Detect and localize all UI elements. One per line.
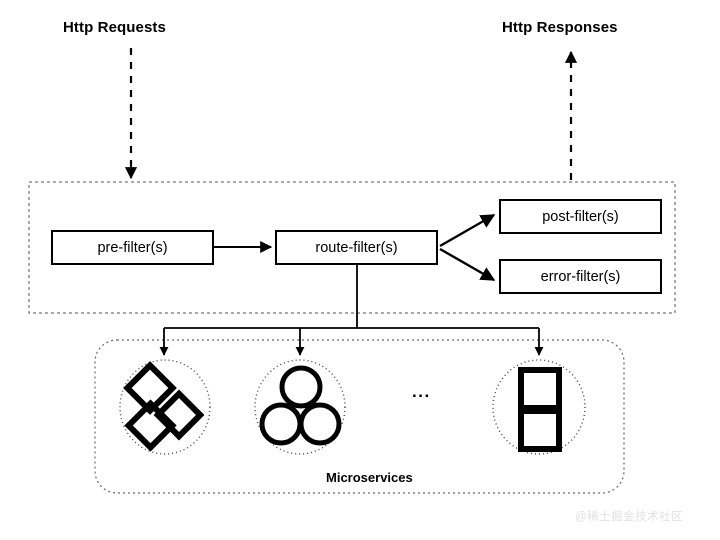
pre-filter-label: pre-filter(s): [97, 239, 168, 256]
service-diamonds-outline: [119, 359, 211, 455]
microservices-label: Microservices: [326, 470, 413, 485]
circle-icon: [298, 402, 342, 446]
square-icon: [518, 367, 562, 411]
error-filter-label: error-filter(s): [540, 268, 621, 285]
service-squares-outline: [492, 359, 586, 455]
http-requests-label: Http Requests: [63, 19, 166, 36]
microservices-container-outline: [94, 339, 625, 494]
diamond-icon: [124, 399, 177, 452]
route-to-post-arrow: [439, 213, 496, 248]
services-ellipsis: ...: [412, 382, 431, 401]
diamond-icon: [123, 361, 177, 415]
service-circles-outline: [254, 359, 346, 455]
circle-icon: [259, 402, 303, 446]
post-filter-box[interactable]: post-filter(s): [499, 199, 662, 234]
square-icon: [518, 408, 562, 452]
route-filter-label: route-filter(s): [315, 239, 398, 256]
watermark-text: @稀土掘金技术社区: [575, 511, 684, 523]
route-filter-box[interactable]: route-filter(s): [275, 230, 438, 265]
route-to-error-arrow: [439, 247, 496, 282]
http-responses-label: Http Responses: [502, 19, 618, 36]
post-filter-label: post-filter(s): [542, 208, 619, 225]
pre-filter-box[interactable]: pre-filter(s): [51, 230, 214, 265]
circle-icon: [279, 365, 323, 409]
filter-pipeline-container-outline: [28, 181, 676, 314]
error-filter-box[interactable]: error-filter(s): [499, 259, 662, 294]
